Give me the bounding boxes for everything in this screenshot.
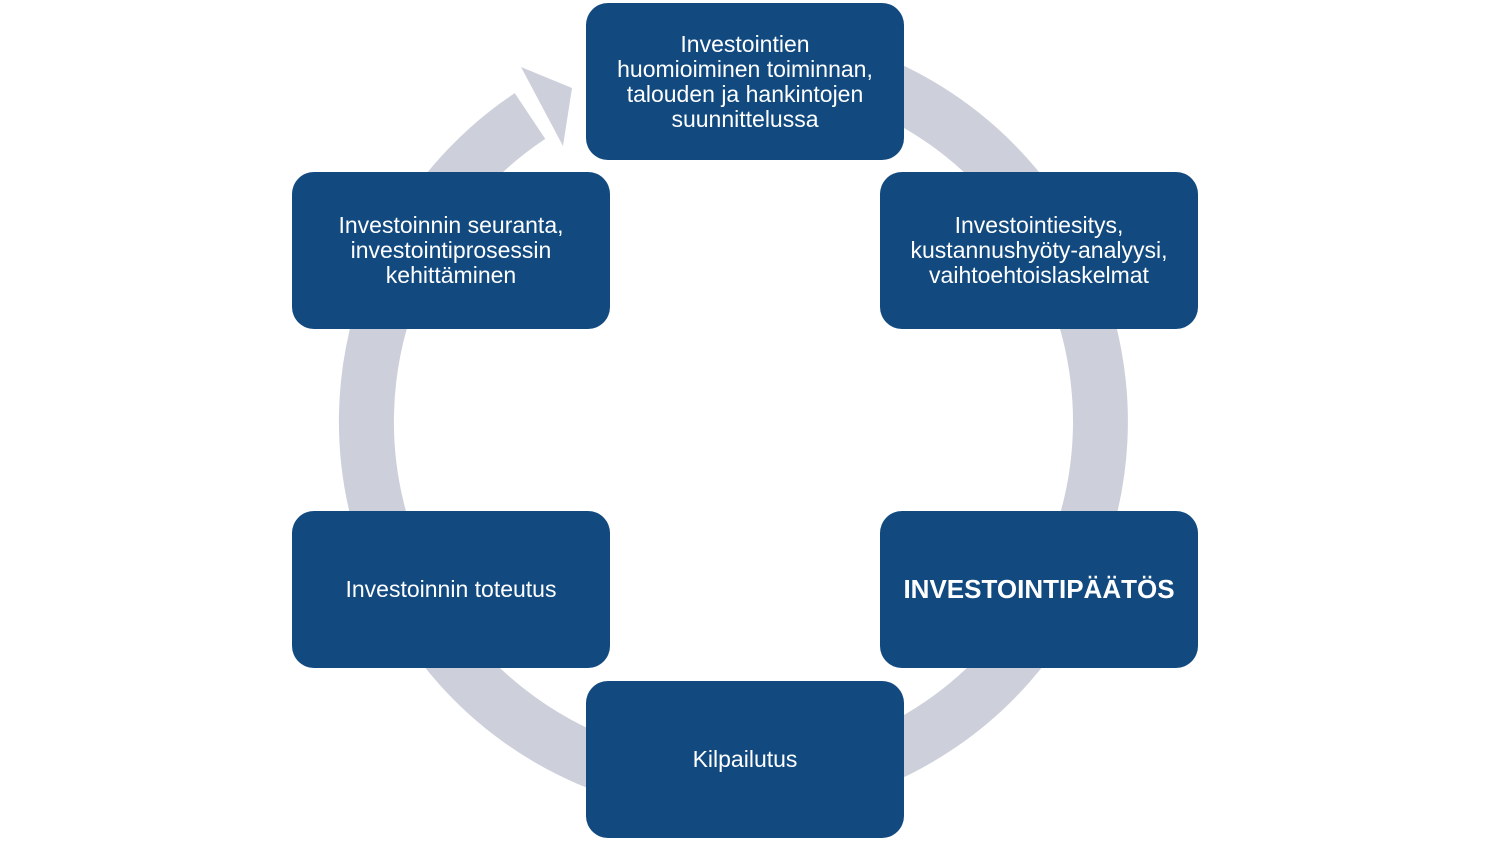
step-implementation: Investoinnin toteutus [292,511,610,668]
step-decision: INVESTOINTIPÄÄTÖS [880,511,1198,668]
step-tendering: Kilpailutus [586,681,904,838]
cycle-arrowhead-icon [521,67,572,146]
cycle-ring-arc [338,26,1128,816]
step-planning: Investointien huomioiminen toiminnan, ta… [586,3,904,160]
step-proposal: Investointiesitys, kustannushyöty-analyy… [880,172,1198,329]
step-monitoring: Investoinnin seuranta, investointiproses… [292,172,610,329]
